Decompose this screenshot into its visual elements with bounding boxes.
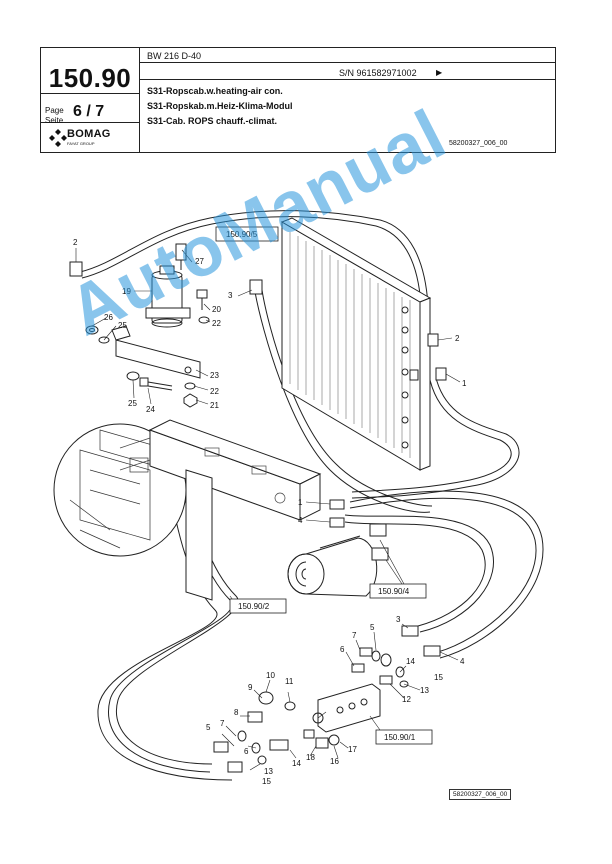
page-label: Page Seite	[45, 106, 64, 126]
hose-top	[79, 210, 429, 306]
callout-23: 23	[210, 371, 219, 380]
callout-18: 18	[306, 753, 315, 762]
bomag-logo-icon	[49, 129, 67, 147]
callout-24: 24	[146, 405, 155, 414]
hose-compressor-right	[344, 490, 544, 659]
title-block-rule	[41, 93, 139, 94]
ref-box-150-90-1[interactable]: 150.90/1	[375, 729, 433, 745]
valve-block	[317, 683, 381, 733]
callout-1: 1	[462, 379, 467, 388]
bracket-23	[111, 325, 201, 379]
ref-label-150-90-1: 150.90/1	[384, 733, 416, 742]
serial-arrow-icon[interactable]: ▶	[436, 68, 443, 77]
logo-subtext: FAYAT GROUP	[67, 141, 95, 146]
callout-13b: 13	[264, 767, 273, 776]
right-hose-ends	[401, 625, 441, 657]
callout-labels: 2 27 19 3 20 22 26 25 23 22 21 24 25 2 1…	[73, 238, 467, 786]
ref-label-150-90-5: 150.90/5	[226, 230, 258, 239]
callout-21: 21	[210, 401, 219, 410]
callout-2b: 2	[455, 334, 460, 343]
ref-box-150-90-5[interactable]: 150.90/5	[215, 226, 279, 242]
callout-4b: 4	[460, 657, 465, 666]
callout-15: 15	[434, 673, 443, 682]
reference-boxes: 150.90/5 150.90/2 150.90/4 150.90/1	[215, 226, 433, 745]
callout-20: 20	[212, 305, 221, 314]
callout-4: 4	[298, 516, 303, 525]
machine-frame	[119, 419, 322, 601]
ref-label-150-90-2: 150.90/2	[238, 602, 270, 611]
callout-12: 12	[402, 695, 411, 704]
page-label-de: Seite	[45, 116, 64, 125]
callout-14b: 14	[292, 759, 301, 768]
ref-box-150-90-4[interactable]: 150.90/4	[369, 583, 427, 599]
callout-13: 13	[420, 686, 429, 695]
callout-25: 25	[118, 321, 127, 330]
ref-label-150-90-4: 150.90/4	[378, 587, 410, 596]
callout-1b: 1	[298, 498, 303, 507]
title-english: S31-Ropscab.w.heating-air con.	[147, 86, 283, 96]
fitting-2-left	[69, 261, 83, 277]
callout-26: 26	[104, 313, 113, 322]
callout-5b: 5	[206, 723, 211, 732]
title-block-divider	[139, 48, 140, 152]
small-fittings-right	[351, 647, 409, 688]
callout-16: 16	[330, 757, 339, 766]
serial-number: S/N 961582971002	[339, 68, 417, 78]
title-block-rule	[139, 79, 555, 80]
callout-22b: 22	[210, 387, 219, 396]
lower-hose-ends	[213, 741, 243, 773]
callout-3b: 3	[396, 615, 401, 624]
callout-8: 8	[234, 708, 239, 717]
nut-21	[183, 382, 198, 408]
callout-6: 6	[340, 645, 345, 654]
callout-19: 19	[122, 287, 131, 296]
page-current: 6	[73, 103, 82, 120]
callout-5: 5	[370, 623, 375, 632]
bolt-24	[139, 377, 173, 391]
ref-box-150-90-2[interactable]: 150.90/2	[229, 598, 287, 614]
callout-7b: 7	[220, 719, 225, 728]
part-number: 150.90	[48, 63, 132, 93]
washers-25-26	[85, 325, 140, 381]
callout-2: 2	[73, 238, 78, 247]
callout-6b: 6	[244, 747, 249, 756]
receiver-drier	[145, 243, 191, 328]
title-block-rule	[139, 62, 555, 63]
logo-text: BOMAG	[67, 128, 111, 140]
page-label-en: Page	[45, 106, 64, 115]
callout-11: 11	[285, 677, 294, 686]
callout-3: 3	[228, 291, 233, 300]
page-number: 6 / 7	[73, 103, 104, 121]
callout-22: 22	[212, 319, 221, 328]
title-block: 150.90 Page Seite 6 / 7 BOMAG FAYAT GROU…	[40, 47, 556, 153]
callout-27: 27	[195, 257, 204, 266]
bolt-20	[196, 289, 210, 324]
callout-25b: 25	[128, 399, 137, 408]
fitting-3-drier	[249, 279, 263, 295]
compressor	[287, 523, 389, 597]
model-name: BW 216 D-40	[147, 51, 202, 61]
callout-10: 10	[266, 671, 275, 680]
callout-17: 17	[348, 745, 357, 754]
callout-14: 14	[406, 657, 415, 666]
condenser	[280, 217, 432, 471]
callout-15b: 15	[262, 777, 271, 786]
page-total: 7	[95, 103, 105, 120]
compressor-fittings	[329, 499, 345, 528]
hose-1	[351, 377, 520, 499]
title-french: S31-Cab. ROPS chauff.-climat.	[147, 116, 278, 126]
document-id: 58200327_006_00	[449, 140, 508, 147]
title-german: S31-Ropskab.m.Heiz-Klima-Modul	[147, 101, 293, 111]
page-separator: /	[86, 103, 91, 120]
footer-document-id: 58200327_006_00	[449, 789, 512, 800]
title-block-rule	[41, 122, 139, 123]
callout-9: 9	[248, 683, 253, 692]
callout-7: 7	[352, 631, 357, 640]
